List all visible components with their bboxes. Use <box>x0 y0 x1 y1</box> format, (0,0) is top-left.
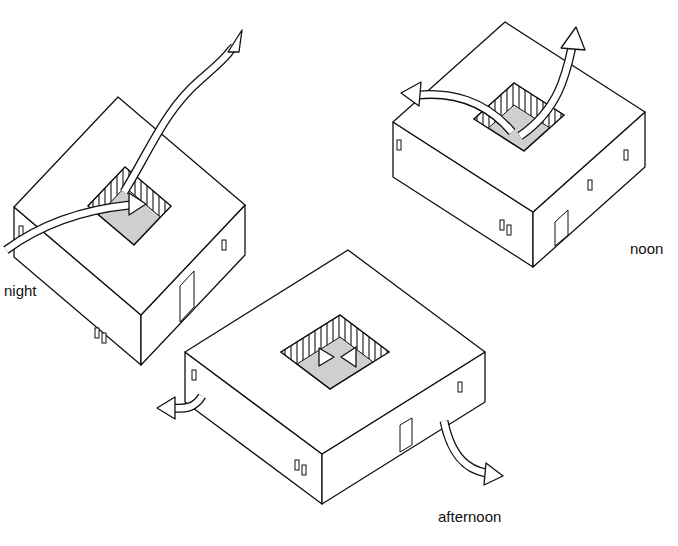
arrow-head <box>484 463 503 485</box>
window <box>102 333 106 343</box>
courtyard-edge <box>474 83 564 151</box>
door <box>180 271 194 322</box>
airflow-arrow <box>124 47 234 192</box>
arrow-head <box>319 348 334 366</box>
airflow-arrow <box>174 396 202 408</box>
window <box>302 465 306 475</box>
window <box>295 460 299 470</box>
view-label: noon <box>630 240 663 258</box>
airflow-arrow <box>174 396 202 408</box>
airflow-arrow <box>6 205 130 250</box>
airflow-arrow <box>6 205 130 250</box>
window <box>500 220 504 230</box>
door <box>555 210 568 246</box>
courtyard-columns <box>281 315 389 374</box>
window <box>624 150 628 160</box>
window <box>95 328 99 338</box>
house-roof <box>14 97 245 315</box>
night-house <box>6 30 245 365</box>
window <box>507 225 511 235</box>
airflow-arrow <box>418 94 512 132</box>
airflow-arrow <box>444 421 486 473</box>
window <box>192 370 196 380</box>
window <box>458 382 462 392</box>
arrow-head <box>401 82 421 106</box>
afternoon-house <box>157 250 503 504</box>
window <box>588 180 592 190</box>
arrow-tail <box>228 30 242 52</box>
courtyard-edge <box>281 315 389 389</box>
arrow-head <box>157 397 175 419</box>
noon-house <box>393 22 645 267</box>
airflow-arrow <box>418 94 512 132</box>
airflow-arrow <box>444 421 486 473</box>
view-label: night <box>4 282 37 300</box>
house-roof <box>393 22 645 212</box>
courtyard <box>474 83 564 151</box>
door <box>400 418 412 452</box>
window <box>397 140 401 150</box>
airflow-arrow <box>520 47 572 136</box>
airflow-arrow <box>124 47 234 192</box>
view-label: afternoon <box>438 508 501 526</box>
arrow-head <box>341 347 356 367</box>
arrow-head <box>561 27 585 50</box>
arrow-head <box>129 193 146 215</box>
courtyard <box>281 315 389 389</box>
window <box>222 240 226 250</box>
airflow-arrow <box>520 47 572 136</box>
